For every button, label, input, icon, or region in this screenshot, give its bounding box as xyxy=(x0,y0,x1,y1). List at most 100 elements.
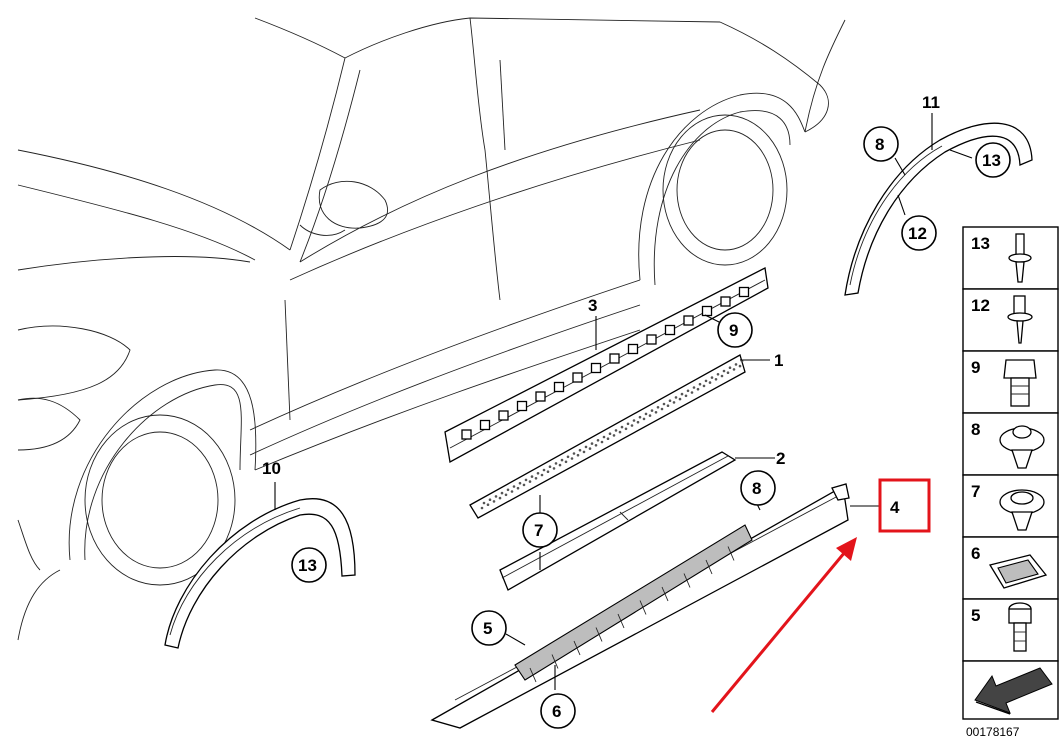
part-10-front-arch xyxy=(164,498,356,649)
strip-dot xyxy=(714,378,718,381)
strip-dot xyxy=(486,503,490,507)
carrier-tab xyxy=(572,372,583,383)
strip-dot xyxy=(584,445,588,449)
strip-dot xyxy=(660,407,664,411)
strip-dot xyxy=(650,409,654,412)
strip-dot xyxy=(494,495,498,498)
callout-2: 2 xyxy=(776,449,785,468)
strip-dot xyxy=(578,448,582,452)
strip-dot xyxy=(668,399,672,403)
strip-dot xyxy=(572,452,576,455)
strip-dot xyxy=(716,373,720,376)
strip-dot xyxy=(698,382,702,386)
strip-dot xyxy=(728,366,732,370)
strip-dot xyxy=(692,386,696,389)
strip-dot xyxy=(672,401,676,404)
strip-dot xyxy=(608,432,612,436)
strip-dot xyxy=(500,491,504,495)
strip-dot xyxy=(662,402,666,406)
trim-rib xyxy=(727,546,735,561)
callout-13-rear: 13 xyxy=(982,151,1001,170)
strip-dot xyxy=(710,376,714,379)
document-number: 00178167 xyxy=(966,725,1020,739)
trim-rib xyxy=(661,586,669,602)
strip-dot xyxy=(518,481,522,485)
carrier-tab xyxy=(498,410,509,421)
carrier-tab xyxy=(627,343,639,355)
callout-13-front: 13 xyxy=(298,556,317,575)
trim-rib xyxy=(551,654,559,669)
adhesive-pad-icon xyxy=(988,554,1048,589)
strip-dot xyxy=(722,369,726,373)
strip-dot xyxy=(534,477,538,480)
strip-dot xyxy=(666,404,670,408)
carrier-tab xyxy=(553,381,565,393)
strip-dot xyxy=(506,488,510,492)
hex-bolt-icon xyxy=(1003,359,1037,407)
strip-dot xyxy=(620,425,624,429)
strip-dot xyxy=(690,391,694,394)
callout-8-lower: 8 xyxy=(752,479,761,498)
strip-dot xyxy=(624,427,628,431)
strip-dot xyxy=(606,437,610,441)
strip-dot xyxy=(726,371,730,375)
expanding-clip-icon xyxy=(999,489,1045,531)
strip-dot xyxy=(570,457,574,460)
callout-9: 9 xyxy=(729,321,738,340)
carrier-tab xyxy=(516,400,528,412)
legend-label-9: 9 xyxy=(971,358,980,377)
strip-dot xyxy=(536,472,540,475)
strip-dot xyxy=(618,430,622,434)
strip-dot xyxy=(630,424,634,427)
carrier-tab xyxy=(646,334,657,345)
strip-dot xyxy=(528,480,532,483)
strip-dot xyxy=(704,379,708,383)
strip-dot xyxy=(582,450,586,454)
carrier-tab xyxy=(609,353,620,364)
strip-dot xyxy=(680,392,684,396)
legend-label-13: 13 xyxy=(971,234,990,253)
strip-dot xyxy=(524,478,528,482)
strip-dot xyxy=(702,384,706,388)
legend-label-7: 7 xyxy=(971,482,980,501)
strip-dot xyxy=(738,364,742,368)
strip-dot xyxy=(656,406,660,409)
strip-dot xyxy=(632,419,636,422)
strip-dot xyxy=(560,458,564,462)
strip-dot xyxy=(482,501,486,505)
strip-dot xyxy=(590,442,594,445)
strip-dot xyxy=(492,500,496,503)
carrier-tab xyxy=(479,419,491,431)
strip-dot xyxy=(588,447,592,450)
trim-rib xyxy=(595,627,603,642)
strip-dot xyxy=(636,420,640,424)
strip-dot xyxy=(720,374,724,378)
carrier-tab xyxy=(683,315,694,326)
rivet-icon xyxy=(1008,233,1032,283)
trim-rib xyxy=(683,573,691,588)
callout-12: 12 xyxy=(908,224,927,243)
trim-rib xyxy=(529,667,537,683)
strip-dot xyxy=(530,475,534,478)
part-4-sill-trim xyxy=(430,483,850,729)
strip-dot xyxy=(686,389,690,393)
carrier-tab xyxy=(701,305,713,317)
strip-dot xyxy=(594,444,598,447)
strip-dot xyxy=(552,467,556,470)
strip-dot xyxy=(596,439,600,442)
legend-label-5: 5 xyxy=(971,606,980,625)
highlight-box xyxy=(878,478,931,533)
strip-dot xyxy=(708,381,712,384)
strip-dot xyxy=(602,435,606,439)
part-11-rear-arch xyxy=(844,122,1033,296)
strip-dot xyxy=(612,434,616,437)
callout-7: 6 xyxy=(552,702,561,721)
legend-label-6: 6 xyxy=(971,544,980,563)
legend-label-8: 8 xyxy=(971,420,980,439)
strip-dot xyxy=(648,414,652,417)
trim-rib xyxy=(705,559,713,575)
strip-dot xyxy=(498,496,502,500)
strip-dot xyxy=(566,455,570,459)
red-pointer-arrow xyxy=(710,537,857,713)
